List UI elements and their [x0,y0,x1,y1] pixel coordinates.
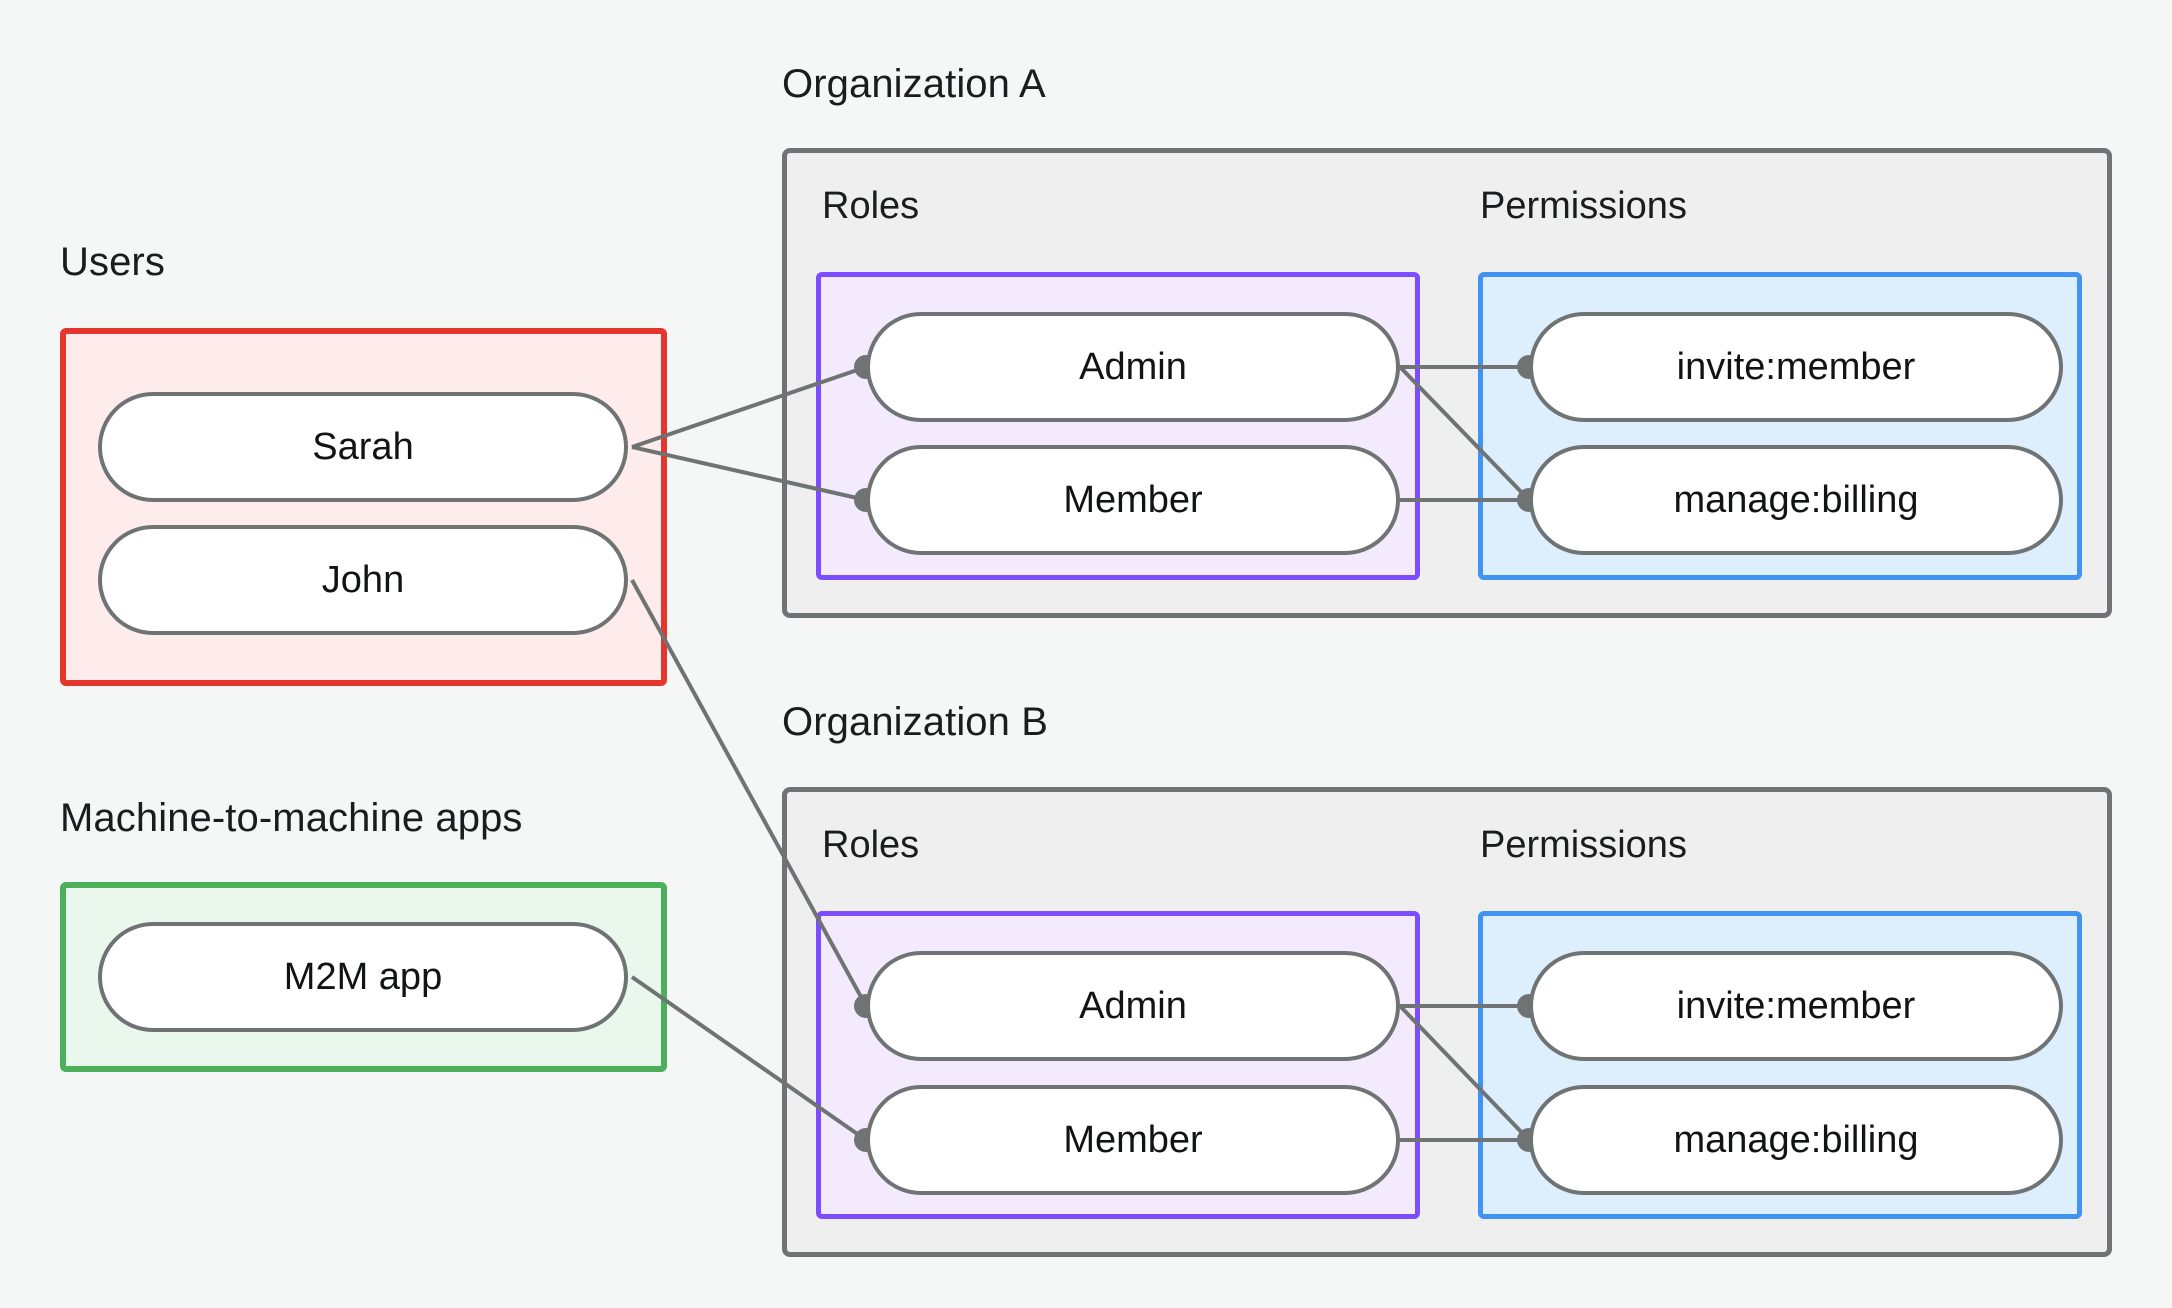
org-b-permission-manage-billing[interactable]: manage:billing [1529,1085,2063,1195]
users-group-title: Users [60,240,165,284]
org-a-role-admin[interactable]: Admin [866,312,1400,422]
m2m-group-title: Machine-to-machine apps [60,796,523,840]
org-b-title: Organization B [782,700,1048,744]
user-node-john[interactable]: John [98,525,628,635]
org-a-permission-manage-billing[interactable]: manage:billing [1529,445,2063,555]
org-b-role-admin[interactable]: Admin [866,951,1400,1061]
m2m-node-app[interactable]: M2M app [98,922,628,1032]
org-b-role-member[interactable]: Member [866,1085,1400,1195]
org-a-permission-invite-member[interactable]: invite:member [1529,312,2063,422]
org-a-role-member[interactable]: Member [866,445,1400,555]
user-node-sarah[interactable]: Sarah [98,392,628,502]
org-a-roles-label: Roles [822,185,920,227]
org-b-roles-label: Roles [822,824,920,866]
org-a-title: Organization A [782,62,1046,106]
org-b-permissions-label: Permissions [1480,824,1687,866]
org-a-permissions-label: Permissions [1480,185,1687,227]
org-b-permission-invite-member[interactable]: invite:member [1529,951,2063,1061]
